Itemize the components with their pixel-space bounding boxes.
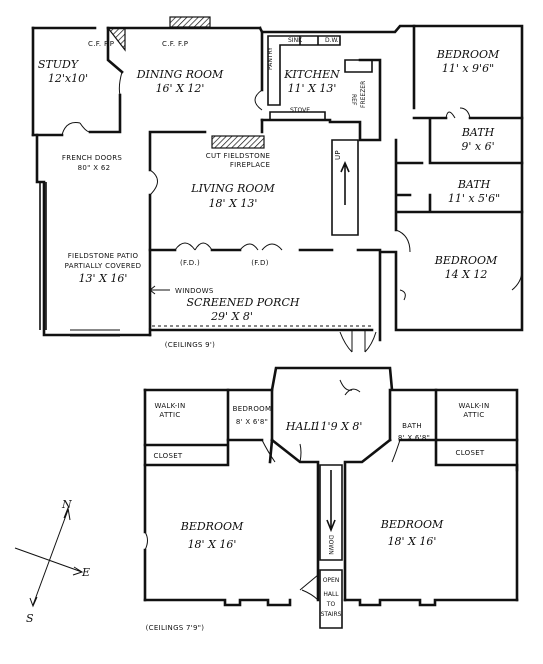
bath-a-dims: 9' x 6' (461, 140, 494, 153)
closet-right-label: CLOSET (456, 449, 485, 457)
study-dims: 12'x10' (48, 72, 88, 85)
corner-fireplace-label: C.F. F.P (88, 40, 114, 48)
attic-left-label-1: WALK-IN (154, 402, 185, 410)
bedroom-se-dims: 14 X 12 (445, 268, 488, 281)
hall-name: HALL (285, 420, 318, 433)
bedroom-ne-name: BEDROOM (436, 48, 500, 61)
patio-label-1: FIELDSTONE PATIO (68, 252, 139, 260)
french-door-left-label: (F.D.) (180, 259, 200, 267)
bedroom-right-dims: 18' X 16' (388, 535, 437, 548)
ground-floor-plan (31, 16, 524, 353)
compass-north: N (61, 498, 72, 511)
living-room-dims: 18' X 13' (209, 197, 258, 210)
ground-ceilings-note: (CEILINGS 9') (165, 341, 215, 349)
upper-floor-plan (143, 366, 519, 629)
windows-label: WINDOWS (175, 287, 214, 295)
sink-label: SINK (288, 37, 303, 44)
dishwasher-label: D.W. (325, 37, 339, 44)
compass-south: S (26, 612, 34, 625)
fireplace-label-1: CUT FIELDSTONE (206, 152, 270, 160)
upper-bath-name: BATH (402, 422, 422, 430)
open-hall-label-1: OPEN (323, 577, 340, 584)
french-doors-label-1: FRENCH DOORS (62, 154, 122, 162)
bath-a-name: BATH (461, 126, 495, 139)
french-doors-label-2: 80" X 62 (78, 164, 111, 172)
bath-b-dims: 11' x 5'6" (448, 192, 500, 205)
open-hall-label-3: TO (326, 601, 336, 608)
attic-right-label-1: WALK-IN (458, 402, 489, 410)
freezer-label: FREEZER (360, 81, 367, 108)
kitchen-dims: 11' X 13' (288, 82, 337, 95)
open-hall-label-2: HALL (323, 591, 339, 598)
open-hall-label-4: STAIRS (321, 611, 342, 618)
bedroom-small-dims: 8' X 6'8" (236, 418, 268, 426)
kitchen-name: KITCHEN (283, 68, 340, 81)
patio-label-2: PARTIALLY COVERED (65, 262, 142, 270)
porch-dims: 29' X 8' (210, 310, 253, 323)
bedroom-small-name: BEDROOM (233, 405, 272, 413)
upper-ceilings-note: (CEILINGS 7'9") (146, 624, 205, 632)
french-door-right-label: (F.D) (251, 259, 268, 267)
attic-right-label-2: ATTIC (463, 411, 484, 419)
top-fireplace-label: C.F. F.P (162, 40, 188, 48)
upper-bath-dims: 8' X 6'8" (398, 434, 430, 442)
patio-dims: 13' X 16' (79, 272, 128, 285)
bedroom-se-name: BEDROOM (434, 254, 498, 267)
refrigerator-label: REF (350, 94, 357, 106)
bedroom-ne-dims: 11' x 9'6" (442, 62, 494, 75)
pantry-label: PANTRY (267, 47, 274, 70)
bedroom-right-name: BEDROOM (380, 518, 444, 531)
dining-room-name: DINING ROOM (136, 68, 224, 81)
stair-down-label: DOWN (327, 535, 334, 555)
attic-left-label-2: ATTIC (159, 411, 180, 419)
compass-rose (14, 506, 84, 608)
living-room-name: LIVING ROOM (190, 182, 275, 195)
compass-east: E (81, 566, 90, 579)
bedroom-left-dims: 18' X 16' (188, 538, 237, 551)
hall-dims: 11'9 X 8' (314, 420, 363, 433)
stair-up-label: UP (334, 150, 342, 160)
bedroom-left-name: BEDROOM (180, 520, 244, 533)
dining-room-dims: 16' X 12' (156, 82, 205, 95)
study-name: STUDY (38, 58, 80, 71)
bath-b-name: BATH (457, 178, 491, 191)
fireplace-label-2: FIREPLACE (230, 161, 270, 169)
porch-name: SCREENED PORCH (187, 296, 300, 309)
closet-left-label: CLOSET (154, 452, 183, 460)
stove-label: STOVE (290, 107, 310, 114)
